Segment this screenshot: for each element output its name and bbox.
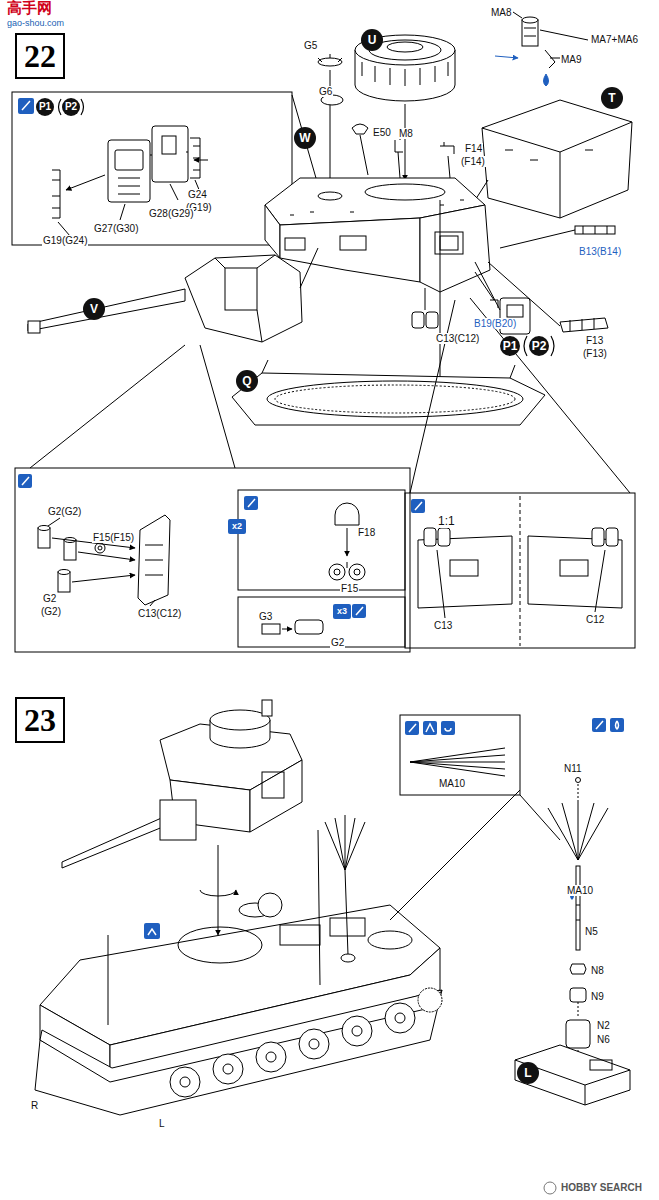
- part-label: MA10: [566, 885, 594, 896]
- part-callout-circle: L: [517, 1062, 539, 1084]
- callout-text: U: [368, 34, 377, 46]
- part-label: N5: [584, 926, 599, 937]
- part-label: R: [30, 1100, 39, 1111]
- part-callout-circle: P2: [62, 98, 80, 116]
- part-label: B13(B14): [578, 246, 622, 257]
- callout-text: P2: [532, 340, 547, 352]
- part-label: C13(C12): [435, 333, 480, 344]
- part-label: G6: [318, 86, 333, 97]
- part-label: MA10: [438, 778, 466, 789]
- step-number-box: 23: [15, 697, 65, 743]
- callout-text: 22: [24, 40, 56, 72]
- part-label: F15(F15): [92, 532, 135, 543]
- callout-text: P2: [65, 102, 77, 112]
- part-label: C12: [585, 614, 605, 625]
- watermark: 高手网: [6, 0, 53, 17]
- part-callout-circle: V: [83, 298, 105, 320]
- part-label: 1:1: [437, 515, 456, 528]
- part-label: G5: [303, 40, 318, 51]
- part-callout-circle: W: [294, 127, 316, 149]
- callout-text: P1: [503, 340, 518, 352]
- part-callout-circle: P1: [36, 98, 54, 116]
- part-callout-circle: P1: [500, 336, 521, 357]
- part-label: MA7+MA6: [590, 34, 639, 45]
- part-label: F15: [340, 583, 359, 594]
- part-callout-circle: T: [601, 87, 623, 109]
- part-label: G2(G2): [47, 506, 82, 517]
- part-label: C13: [433, 620, 453, 631]
- part-callout-circle: Q: [236, 370, 258, 392]
- quantity-badge: x2: [228, 519, 246, 534]
- part-label: G24: [187, 189, 208, 200]
- part-label: (G2): [40, 606, 62, 617]
- callout-text: Q: [242, 375, 251, 387]
- part-label: F18: [357, 527, 376, 538]
- part-label: B19(B20): [473, 318, 517, 329]
- part-callout-circle: P2: [529, 336, 550, 357]
- part-label: N8: [590, 965, 605, 976]
- part-label: N9: [590, 991, 605, 1002]
- part-label: F13: [585, 335, 604, 346]
- watermark: gao-shou.com: [6, 19, 65, 29]
- part-label: G2: [42, 593, 57, 604]
- part-label: N6: [596, 1034, 611, 1045]
- part-label: MA9: [560, 54, 583, 65]
- part-label: G28(G29): [148, 208, 194, 219]
- callout-text: T: [608, 92, 615, 104]
- part-label: N11: [563, 763, 583, 774]
- part-label: (F13): [582, 348, 608, 359]
- callout-text: V: [90, 303, 98, 315]
- part-label: G19(G24): [42, 235, 88, 246]
- part-label: M8: [398, 128, 414, 139]
- part-label: G3: [258, 611, 273, 622]
- part-label: F14: [464, 143, 483, 154]
- part-label: G27(G30): [93, 223, 139, 234]
- quantity-badge: x3: [333, 604, 351, 619]
- callout-text: 23: [24, 704, 56, 736]
- callout-text: x3: [337, 607, 347, 616]
- part-label: G2: [330, 637, 345, 648]
- callout-text: L: [524, 1067, 531, 1079]
- callout-text: P1: [39, 102, 51, 112]
- part-label: E50: [372, 127, 392, 138]
- watermark: HOBBY SEARCH: [560, 1182, 643, 1193]
- callout-text: x2: [232, 522, 242, 531]
- part-label: L: [158, 1118, 166, 1129]
- part-label: MA8: [490, 7, 513, 18]
- step-number-box: 22: [15, 33, 65, 79]
- part-label: (F14): [460, 156, 486, 167]
- part-label: N2: [596, 1020, 611, 1031]
- callout-text: W: [299, 132, 310, 144]
- part-label: C13(C12): [137, 608, 182, 619]
- part-callout-circle: U: [361, 29, 383, 51]
